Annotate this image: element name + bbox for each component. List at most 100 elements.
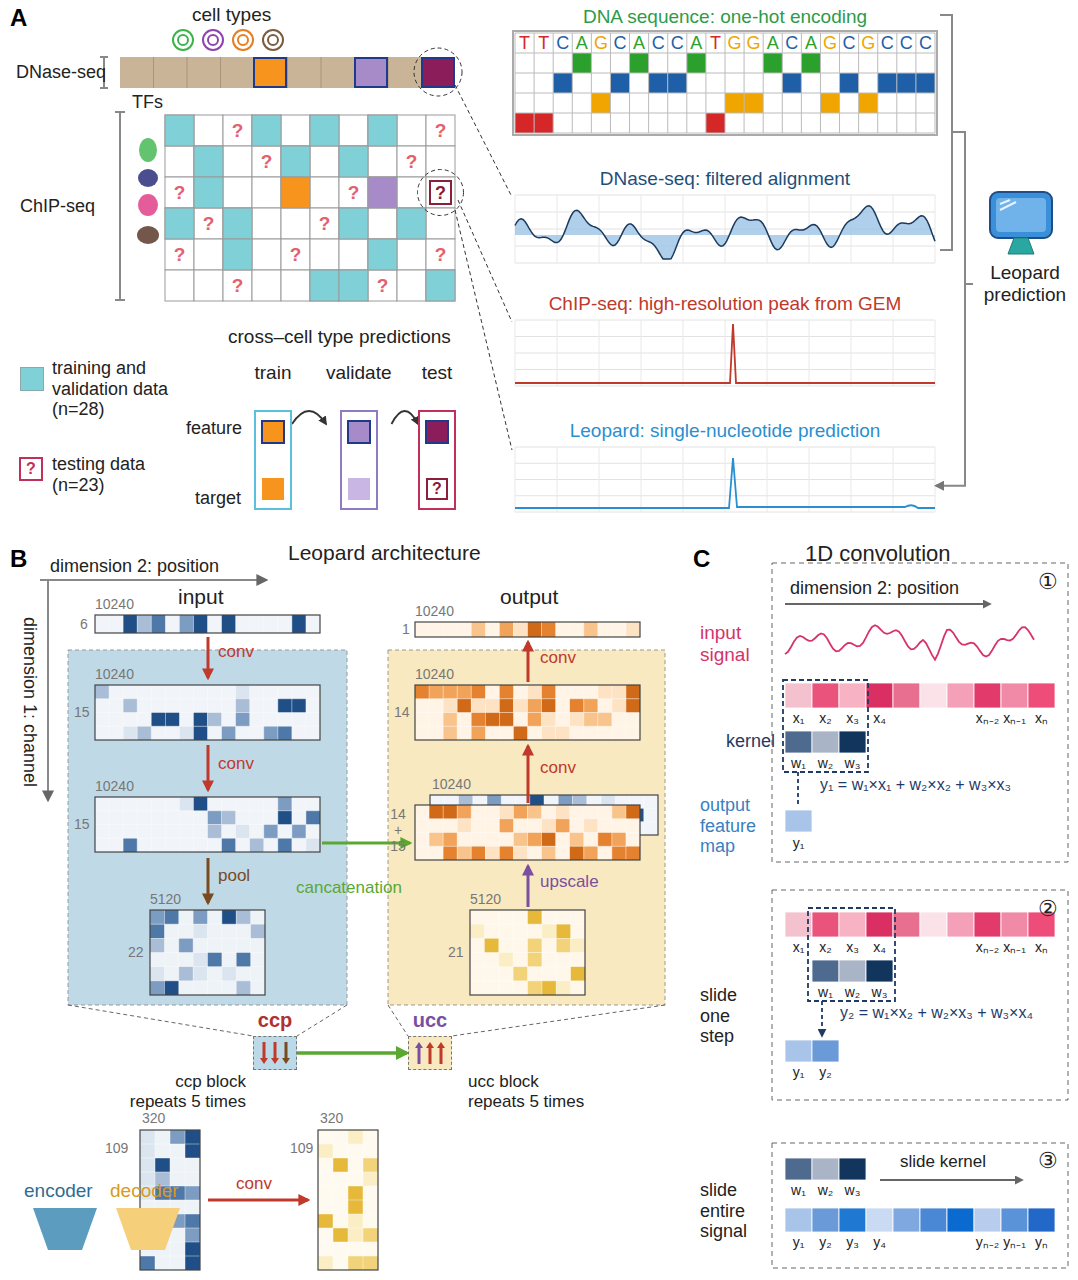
shape	[222, 811, 236, 825]
question-mark: ?	[232, 120, 244, 142]
shape	[264, 825, 278, 839]
shape	[193, 615, 194, 633]
column-title: input	[178, 585, 224, 609]
shape	[974, 683, 1001, 708]
shape	[415, 726, 640, 727]
op-label: upscale	[540, 872, 599, 892]
shape	[397, 208, 426, 239]
shape	[528, 953, 542, 967]
row-label: target	[195, 488, 241, 509]
shape	[513, 805, 527, 819]
shape	[782, 33, 783, 133]
shape	[457, 805, 471, 819]
shape	[785, 810, 812, 832]
shape	[430, 181, 451, 204]
shape	[744, 33, 745, 133]
node-box: Leopard prediction	[973, 262, 1077, 306]
base-letter: G	[861, 33, 875, 54]
shape	[185, 1130, 200, 1144]
question-mark: ?	[435, 120, 447, 142]
shape	[165, 270, 194, 301]
shape	[153, 57, 154, 88]
shape	[339, 146, 368, 177]
shape	[499, 685, 513, 699]
shape	[725, 320, 726, 386]
bracket	[115, 112, 125, 300]
shape	[812, 683, 839, 708]
shape	[725, 33, 726, 133]
shape	[310, 239, 339, 270]
shape	[426, 208, 455, 239]
onehot-grid	[513, 31, 937, 135]
op-label: conv	[236, 1174, 272, 1194]
shape	[542, 699, 556, 713]
shape	[397, 146, 426, 177]
shape	[95, 824, 320, 825]
variable: xₙ	[1035, 710, 1048, 726]
shape	[368, 177, 397, 208]
shape	[95, 615, 320, 633]
dimension-number: 5120	[470, 891, 501, 907]
shape	[310, 208, 339, 239]
op-label: conv	[218, 642, 254, 662]
base-letter: C	[843, 33, 856, 54]
variable: w₂	[818, 755, 834, 771]
shape	[151, 713, 165, 727]
shape	[426, 239, 455, 270]
shape	[556, 819, 570, 833]
shape	[95, 712, 320, 713]
shape	[471, 846, 485, 860]
shape	[528, 938, 542, 952]
shape	[542, 819, 556, 833]
shape	[515, 324, 935, 383]
shape	[281, 177, 310, 208]
shape	[368, 270, 397, 301]
shape	[683, 447, 684, 512]
op-label: conv	[540, 648, 576, 668]
dimension-number: 109	[105, 1140, 128, 1156]
shape	[339, 115, 368, 146]
shape	[584, 699, 598, 713]
split-box	[254, 410, 292, 510]
shape	[610, 33, 611, 133]
shape	[250, 838, 264, 852]
shape	[555, 622, 556, 637]
dimension-number: 10240	[415, 603, 454, 619]
question-mark: ?	[319, 213, 331, 235]
shape	[626, 805, 640, 819]
shape	[542, 622, 556, 637]
slide-label: slide kernel	[900, 1152, 986, 1172]
shape	[812, 731, 839, 753]
shape	[599, 320, 600, 386]
shape	[193, 797, 207, 811]
shape	[513, 31, 937, 135]
shape	[916, 73, 935, 93]
axis-arrow	[47, 580, 49, 800]
shape	[528, 833, 542, 847]
shape	[95, 685, 320, 740]
shape	[368, 239, 397, 270]
shape	[95, 726, 320, 727]
shape	[415, 685, 640, 740]
shape	[866, 960, 893, 982]
dimension-number: 5120	[150, 891, 181, 907]
shape	[150, 938, 164, 952]
panel-title: Leopard architecture	[288, 541, 481, 565]
base-letter: C	[919, 33, 932, 54]
shape	[95, 797, 320, 852]
shape	[318, 1172, 378, 1173]
shape	[1001, 912, 1028, 937]
node-text: Leopard: single-nucleotide prediction	[515, 418, 935, 444]
shape	[363, 1256, 378, 1270]
shape	[499, 805, 513, 819]
shape	[443, 846, 457, 860]
question-mark: ?	[232, 275, 244, 297]
connector	[392, 411, 419, 424]
shape	[641, 447, 642, 512]
feature-square	[425, 420, 449, 444]
shape	[165, 208, 194, 239]
shape	[150, 924, 164, 938]
base-letter: A	[576, 33, 588, 54]
shape	[194, 177, 223, 208]
shape	[515, 133, 935, 134]
